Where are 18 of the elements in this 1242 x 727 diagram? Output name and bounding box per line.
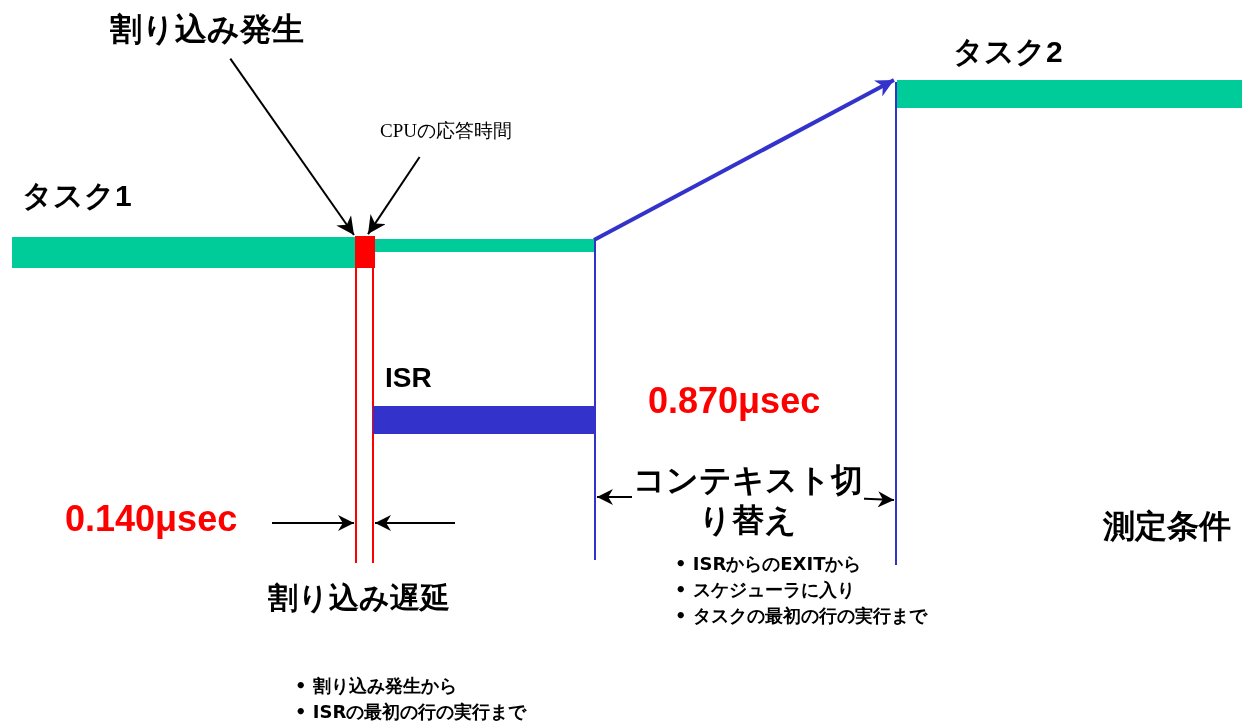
section-caption: 割り込み遅延 (268, 579, 450, 617)
leader-arrow (229, 57, 355, 237)
duration-value: 0.870μsec (648, 380, 821, 422)
bar-label: タスク1 (22, 178, 132, 214)
bar-label: ISR (385, 362, 432, 394)
transition-arrow (593, 78, 895, 242)
duration-value: 0.140μsec (65, 498, 238, 540)
bar-label: タスク2 (953, 34, 1063, 70)
callout-text: 割り込み発生 (110, 8, 304, 52)
bullet-text: • ISRからのEXITから (675, 552, 863, 576)
callout-text: CPUの応答時間 (380, 118, 512, 144)
bullet-text: • スケジューラに入り (675, 578, 856, 602)
leader-arrow (367, 156, 421, 236)
section-heading: 測定条件 (1103, 506, 1231, 547)
bullet-text: • 割り込み発生から (295, 674, 458, 698)
bullet-text: • ISRの最初の行の実行まで (295, 700, 527, 724)
response-time-block (355, 236, 375, 268)
bullet-text: • タスクの最初の行の実行まで (675, 604, 927, 628)
